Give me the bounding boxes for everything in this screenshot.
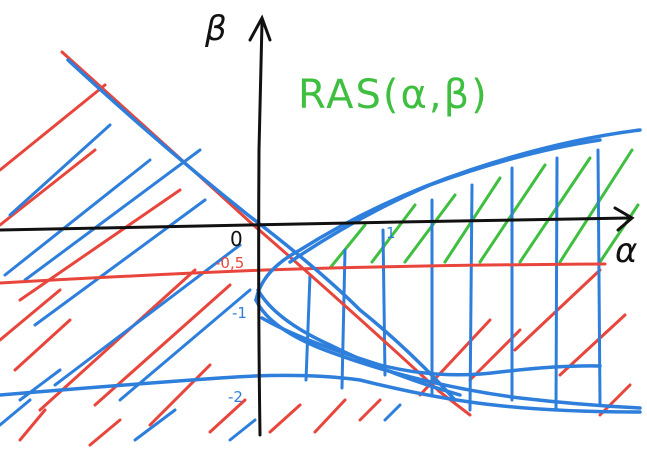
ras-title: RAS(α,β) [298, 72, 489, 118]
red-horizontal-line [0, 262, 607, 285]
x-axis-label: α [615, 231, 637, 271]
origin-label: 0 [230, 227, 243, 251]
axes [0, 14, 635, 437]
red-curves [0, 50, 607, 417]
tick-label-minus-one: -1 [232, 304, 247, 322]
y-axis [257, 20, 264, 437]
blue-curves [0, 58, 642, 414]
tick-label-minus-two: -2 [228, 388, 243, 406]
x-axis [0, 216, 632, 232]
blue-hatching-region [0, 123, 402, 442]
tick-label-minus-half: -0,5 [215, 254, 244, 272]
alpha-tick-label: 1 [386, 224, 396, 242]
blue-upper-branch [254, 128, 642, 302]
x-axis-arrowhead [613, 206, 635, 232]
blue-bottom-curve [0, 373, 642, 414]
blue-diagonal-line [66, 58, 457, 402]
y-axis-arrowhead [248, 14, 272, 42]
blue-vertical-hatching [304, 148, 602, 412]
y-axis-label: β [204, 9, 227, 49]
red-diagonal-line [60, 50, 472, 417]
